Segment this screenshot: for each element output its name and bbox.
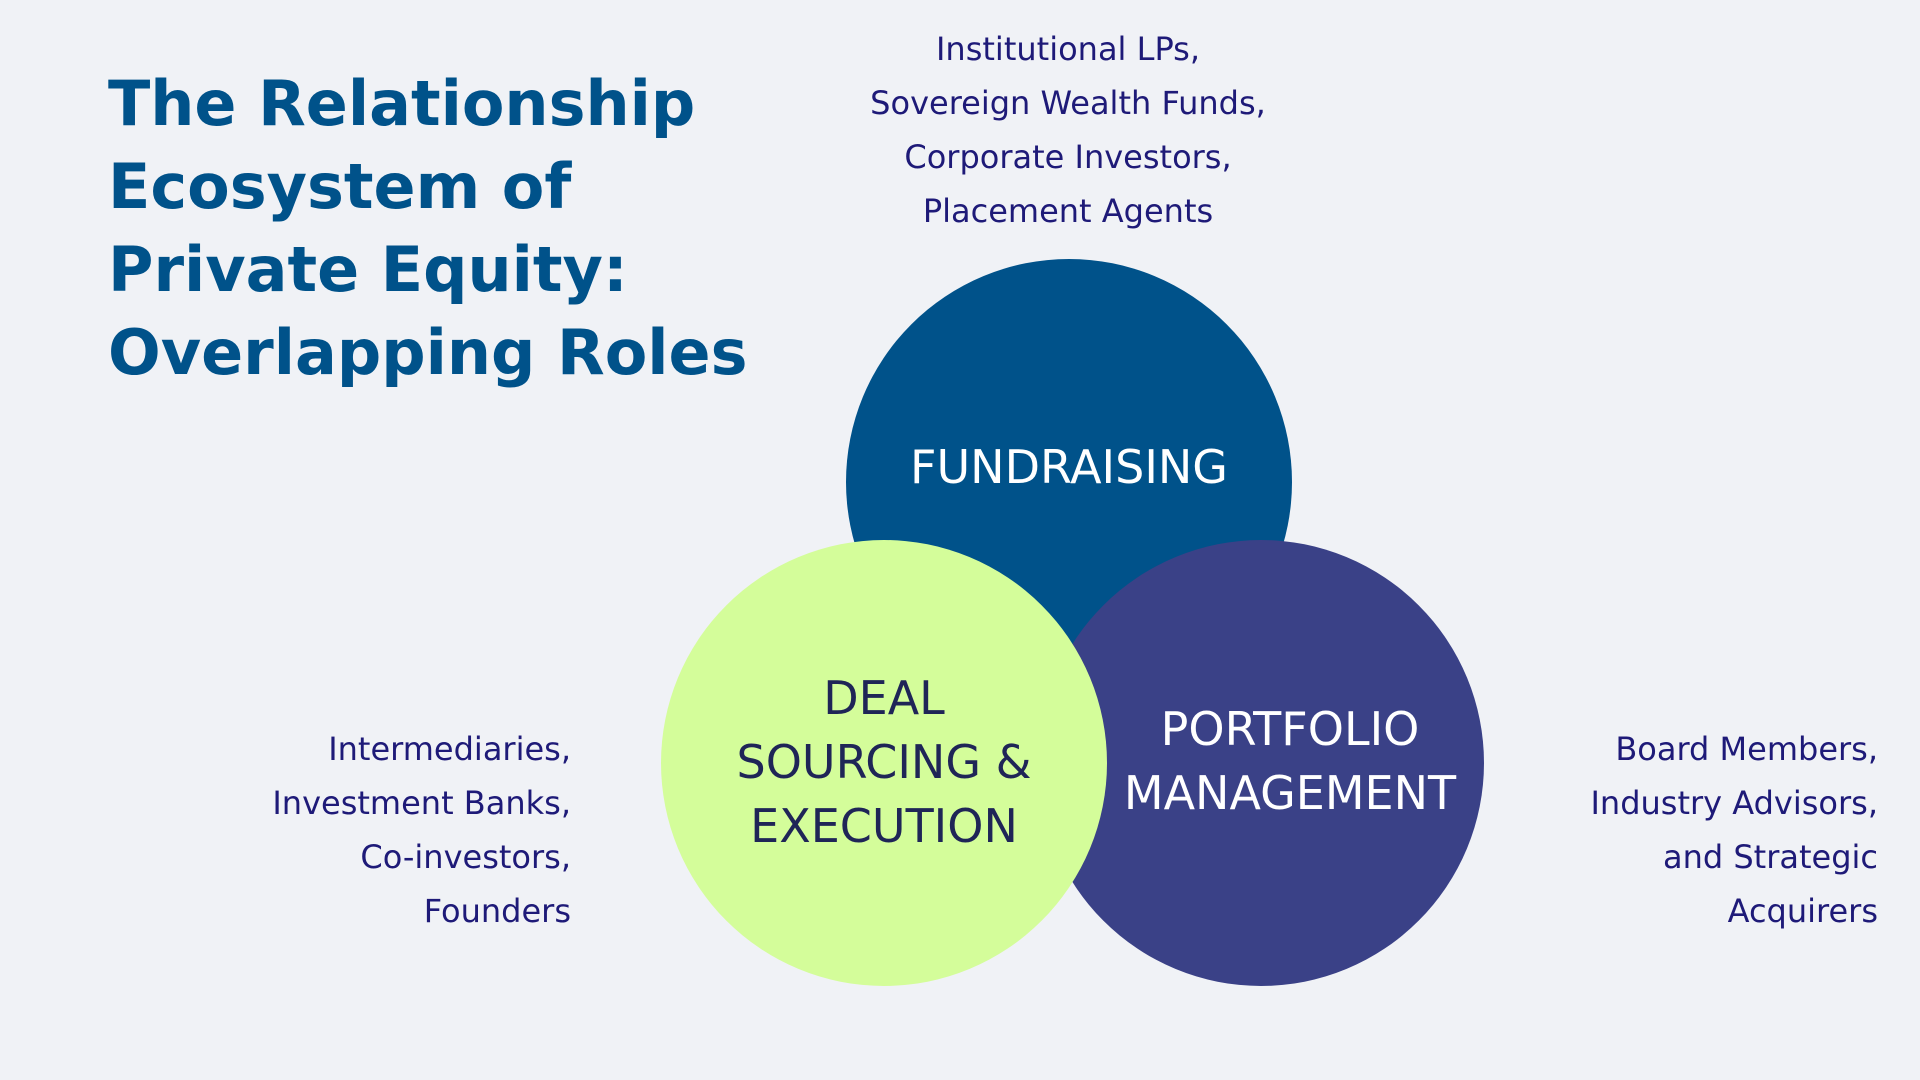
participant-line: Co-investors, <box>360 838 571 876</box>
deal-sourcing-circle <box>661 540 1107 986</box>
circle-label-line: PORTFOLIO <box>1160 702 1420 756</box>
portfolio-management-circle <box>1038 540 1484 986</box>
title-line: Private Equity: <box>108 233 628 306</box>
participant-line: Placement Agents <box>922 192 1214 230</box>
participant-line: Intermediaries, <box>328 730 571 768</box>
participant-line: Corporate Investors, <box>904 138 1232 176</box>
portfolio-management-participants: Board Members, Industry Advisors, and St… <box>1478 722 1878 938</box>
fundraising-participants: Institutional LPs, Sovereign Wealth Fund… <box>818 22 1318 238</box>
circle-label-line: SOURCING & <box>736 735 1032 789</box>
portfolio-management-label: PORTFOLIO MANAGEMENT <box>1090 697 1490 825</box>
participant-line: Sovereign Wealth Funds, <box>870 84 1266 122</box>
title-line: Overlapping Roles <box>108 316 748 389</box>
deal-sourcing-label: DEAL SOURCING & EXECUTION <box>684 666 1084 858</box>
page-title: The Relationship Ecosystem of Private Eq… <box>108 62 748 394</box>
circle-label-line: EXECUTION <box>750 799 1018 853</box>
circle-label-line: FUNDRAISING <box>910 440 1228 494</box>
circle-label-line: MANAGEMENT <box>1123 766 1457 820</box>
participant-line: Investment Banks, <box>272 784 571 822</box>
circle-label-line: DEAL <box>823 671 945 725</box>
participant-line: Acquirers <box>1727 892 1878 930</box>
title-line: The Relationship <box>108 67 696 140</box>
participant-line: Institutional LPs, <box>935 30 1201 68</box>
participant-line: Board Members, <box>1615 730 1878 768</box>
fundraising-label: FUNDRAISING <box>869 435 1269 499</box>
participant-line: Industry Advisors, <box>1590 784 1878 822</box>
title-line: Ecosystem of <box>108 150 572 223</box>
deal-sourcing-participants: Intermediaries, Investment Banks, Co-inv… <box>171 722 571 938</box>
participant-line: Founders <box>423 892 571 930</box>
participant-line: and Strategic <box>1662 838 1878 876</box>
